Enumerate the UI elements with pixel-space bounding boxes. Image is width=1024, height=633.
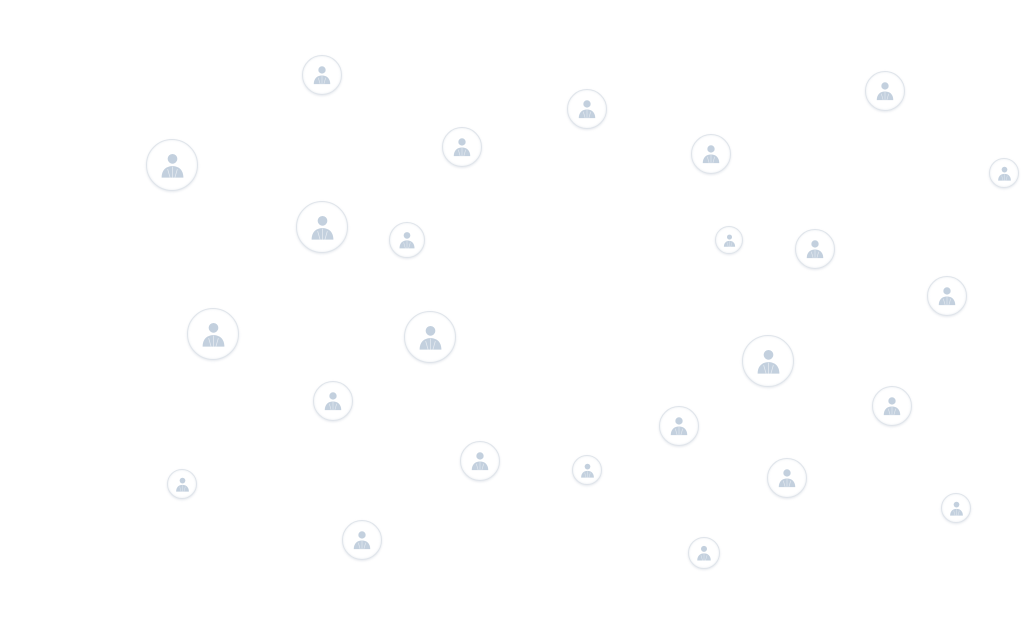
user-icon	[723, 234, 735, 247]
user-icon	[876, 82, 894, 101]
avatar-node	[767, 458, 807, 498]
avatar-node	[742, 335, 794, 387]
user-icon	[580, 463, 594, 478]
avatar-node	[187, 308, 239, 360]
avatar-node	[872, 386, 912, 426]
user-icon	[778, 469, 796, 488]
avatar-node	[342, 520, 382, 560]
avatar-node	[404, 311, 456, 363]
avatar-node	[691, 134, 731, 174]
user-icon	[419, 325, 441, 350]
avatar-node	[567, 89, 607, 129]
user-icon	[578, 100, 596, 119]
avatar-node	[795, 229, 835, 269]
avatar-node	[460, 441, 500, 481]
user-icon	[670, 417, 688, 436]
user-icon	[313, 66, 331, 85]
avatar-node	[688, 537, 720, 569]
user-icon	[697, 545, 711, 561]
user-icon	[202, 322, 224, 347]
user-icon	[806, 240, 824, 259]
user-icon	[883, 397, 901, 416]
avatar-node	[941, 493, 971, 523]
avatar-node	[313, 381, 353, 421]
avatar-node	[659, 406, 699, 446]
user-icon	[702, 145, 720, 164]
avatar-node	[865, 71, 905, 111]
avatar-node	[989, 158, 1019, 188]
user-icon	[324, 392, 342, 411]
user-icon	[997, 166, 1011, 181]
user-icon	[311, 215, 333, 240]
user-icon	[471, 452, 489, 471]
avatar-node	[167, 469, 197, 499]
avatar-node	[715, 226, 743, 254]
user-icon	[161, 153, 183, 178]
user-icon	[453, 138, 471, 157]
avatar-node	[302, 55, 342, 95]
avatar-node	[927, 276, 967, 316]
user-icon	[175, 477, 189, 492]
avatar-node	[296, 201, 348, 253]
avatar-node	[572, 455, 602, 485]
user-icon	[399, 232, 415, 249]
avatar-node	[389, 222, 425, 258]
avatar-node	[146, 139, 198, 191]
user-icon	[757, 349, 779, 374]
user-icon	[353, 531, 371, 550]
user-icon	[938, 287, 956, 306]
user-icon	[949, 501, 963, 516]
avatar-node	[442, 127, 482, 167]
